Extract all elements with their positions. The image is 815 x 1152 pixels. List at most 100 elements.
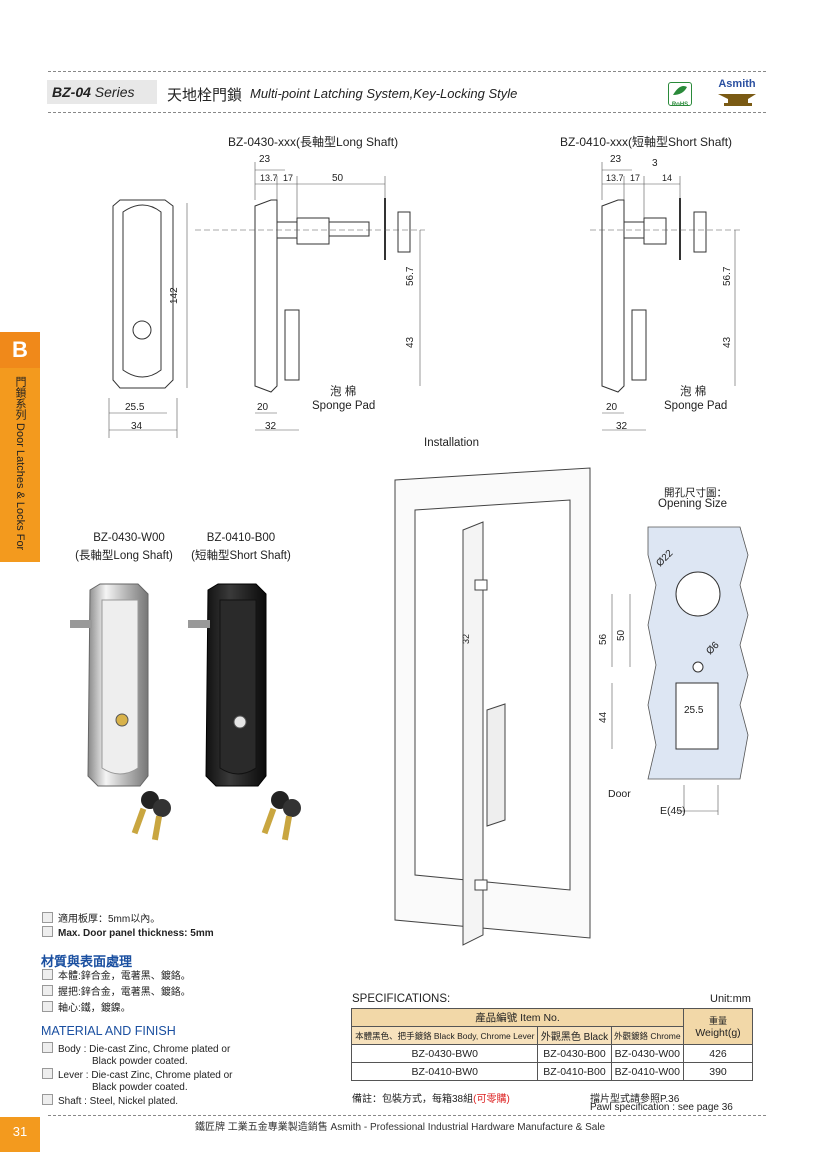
material-cn-item-3: 軸心:鐵，鍍鎳。: [42, 1001, 131, 1015]
material-en-title: MATERIAL AND FINISH: [41, 1024, 176, 1038]
specs-cell: BZ-0410-B00: [537, 1062, 612, 1081]
keys-left: [131, 791, 171, 841]
dim-short-14: 14: [662, 173, 672, 183]
long-shaft-title: BZ-0430-xxx(長軸型Long Shaft): [228, 135, 399, 149]
pawl-note-en: Pawl specification : see page 36: [590, 1102, 733, 1113]
leaf-icon: [673, 86, 687, 95]
material-cn-item-2: 握把:鋅合金，電著黑、鍍鉻。: [42, 985, 191, 999]
keys-right: [261, 791, 301, 841]
specs-cell: BZ-0410-BW0: [350, 1062, 539, 1081]
dim-long-25-5: 25.5: [125, 402, 145, 413]
table-row: BZ-0410-BW0 BZ-0410-B00 BZ-0410-W00 390: [350, 1062, 753, 1081]
specs-cell: 426: [683, 1044, 753, 1063]
checkbox-icon: [42, 1068, 53, 1079]
rohs-text: RoHS: [671, 102, 689, 108]
material-en-item-3: Shaft : Steel, Nickel plated.: [42, 1094, 178, 1108]
side-tab-text: 門鎖系列 Door Latches & Locks For Panels: [14, 376, 26, 551]
specs-subheader-3: 外觀鍍鉻 Chrome: [610, 1026, 685, 1045]
anvil-icon: [718, 94, 756, 106]
title-en: Multi-point Latching System,Key-Locking …: [250, 86, 518, 101]
installation-label: Installation: [424, 437, 479, 449]
opening-title-cn: 開孔尺寸圖：: [664, 487, 727, 499]
header-bottom-rule: [48, 112, 766, 113]
specs-cell: 390: [683, 1062, 753, 1081]
checkbox-icon: [42, 1042, 53, 1053]
specs-unit: Unit:mm: [710, 993, 751, 1005]
specs-cell: BZ-0410-W00: [610, 1062, 685, 1081]
series-bar: [47, 80, 157, 104]
brand-name: Asmith: [718, 78, 756, 90]
dim-long-43: 43: [405, 336, 416, 348]
specs-cell: BZ-0430-BW0: [350, 1044, 539, 1063]
product-photos: [70, 583, 301, 841]
specs-remark: 備註：包裝方式，每箱38組(可零購): [352, 1094, 510, 1105]
side-tab: [0, 332, 40, 562]
page-number: 31: [0, 1117, 40, 1152]
installation-dim: 32: [461, 634, 471, 644]
chrome-latch: [70, 583, 149, 787]
material-cn-item-1: 本體:鋅合金，電著黑、鍍鉻。: [42, 969, 191, 983]
dim-long-32: 32: [265, 421, 277, 432]
short-sponge-cn: 泡 棉: [680, 386, 707, 398]
specs-subheader-2: 外觀黑色 Black: [537, 1026, 612, 1045]
long-sponge-en: Sponge Pad: [312, 400, 376, 412]
title-cn: 天地栓門鎖: [167, 87, 243, 104]
header-top-rule: [48, 71, 766, 72]
installation-drawing: 32: [394, 467, 591, 946]
checkbox-icon: [42, 969, 53, 980]
specs-cell: BZ-0430-W00: [610, 1044, 685, 1063]
black-latch: [188, 583, 267, 787]
specs-subheader-1: 本體黑色、把手鍍鉻 Black Body, Chrome Lever: [350, 1026, 539, 1045]
rohs-logo: RoHS: [668, 82, 692, 108]
material-cn-title: 材質與表面處理: [41, 954, 133, 969]
checkbox-icon: [42, 926, 53, 937]
dim-long-17: 17: [283, 173, 293, 183]
opening-e-label: E(45): [660, 805, 686, 817]
dim-short-13-7: 13.7: [606, 173, 624, 183]
footer-text: 鐵匠牌 工業五金專業製造銷售 Asmith - Professional Ind…: [195, 1122, 606, 1133]
dim-short-32: 32: [616, 421, 628, 432]
footer-rule: [48, 1115, 766, 1116]
dim-long-13-7: 13.7: [260, 173, 278, 183]
checkbox-icon: [42, 912, 53, 923]
product-1-code: BZ-0430-W00: [93, 532, 165, 544]
dim-short-20: 20: [606, 402, 618, 413]
dim-long-142: 142: [169, 287, 180, 304]
product-2-code: BZ-0410-B00: [206, 532, 276, 544]
side-tab-letter: B: [0, 332, 40, 368]
note-1: 適用板厚：5mm以內。: [42, 912, 160, 926]
pawl-note-cn: 擋片型式請參照P.36: [590, 1094, 680, 1105]
short-shaft-drawing: 23 3 13.7 17 14 56.7 43 20 32: [590, 154, 740, 432]
opening-dim-6: 44: [598, 711, 609, 723]
opening-dim-3: 50: [616, 629, 627, 641]
specs-cell: BZ-0430-B00: [537, 1044, 612, 1063]
opening-dim-2: 56: [598, 633, 609, 645]
product-2-desc: (短軸型Short Shaft): [191, 550, 291, 562]
opening-door-label: Door: [608, 788, 631, 800]
series-label: BZ-04 Series: [52, 84, 135, 100]
specs-item-no-header: 產品編號 Item No.: [351, 1008, 684, 1027]
opening-dim-5: 25.5: [684, 705, 704, 716]
dim-long-23: 23: [259, 154, 271, 165]
long-shaft-drawing: 25.5 34 142 23 13.7 17 50 56.7 43 20 32: [108, 154, 425, 438]
dim-short-3: 3: [652, 158, 658, 169]
checkbox-icon: [42, 1094, 53, 1105]
note-2: Max. Door panel thickness: 5mm: [42, 926, 214, 940]
long-sponge-cn: 泡 棉: [330, 386, 357, 398]
opening-title-en: Opening Size: [658, 498, 728, 510]
checkbox-icon: [42, 1001, 53, 1012]
dim-long-50: 50: [332, 173, 344, 184]
dim-long-34: 34: [131, 421, 143, 432]
short-shaft-title: BZ-0410-xxx(短軸型Short Shaft): [560, 135, 733, 149]
opening-size-drawing: Ø22 56 50 Ø6 25.5 44: [598, 526, 749, 815]
dim-long-20: 20: [257, 402, 269, 413]
dim-short-17: 17: [630, 173, 640, 183]
dim-short-23: 23: [610, 154, 622, 165]
specs-title: SPECIFICATIONS:: [352, 993, 451, 1005]
short-sponge-en: Sponge Pad: [664, 400, 728, 412]
asmith-logo: Asmith: [712, 78, 762, 108]
